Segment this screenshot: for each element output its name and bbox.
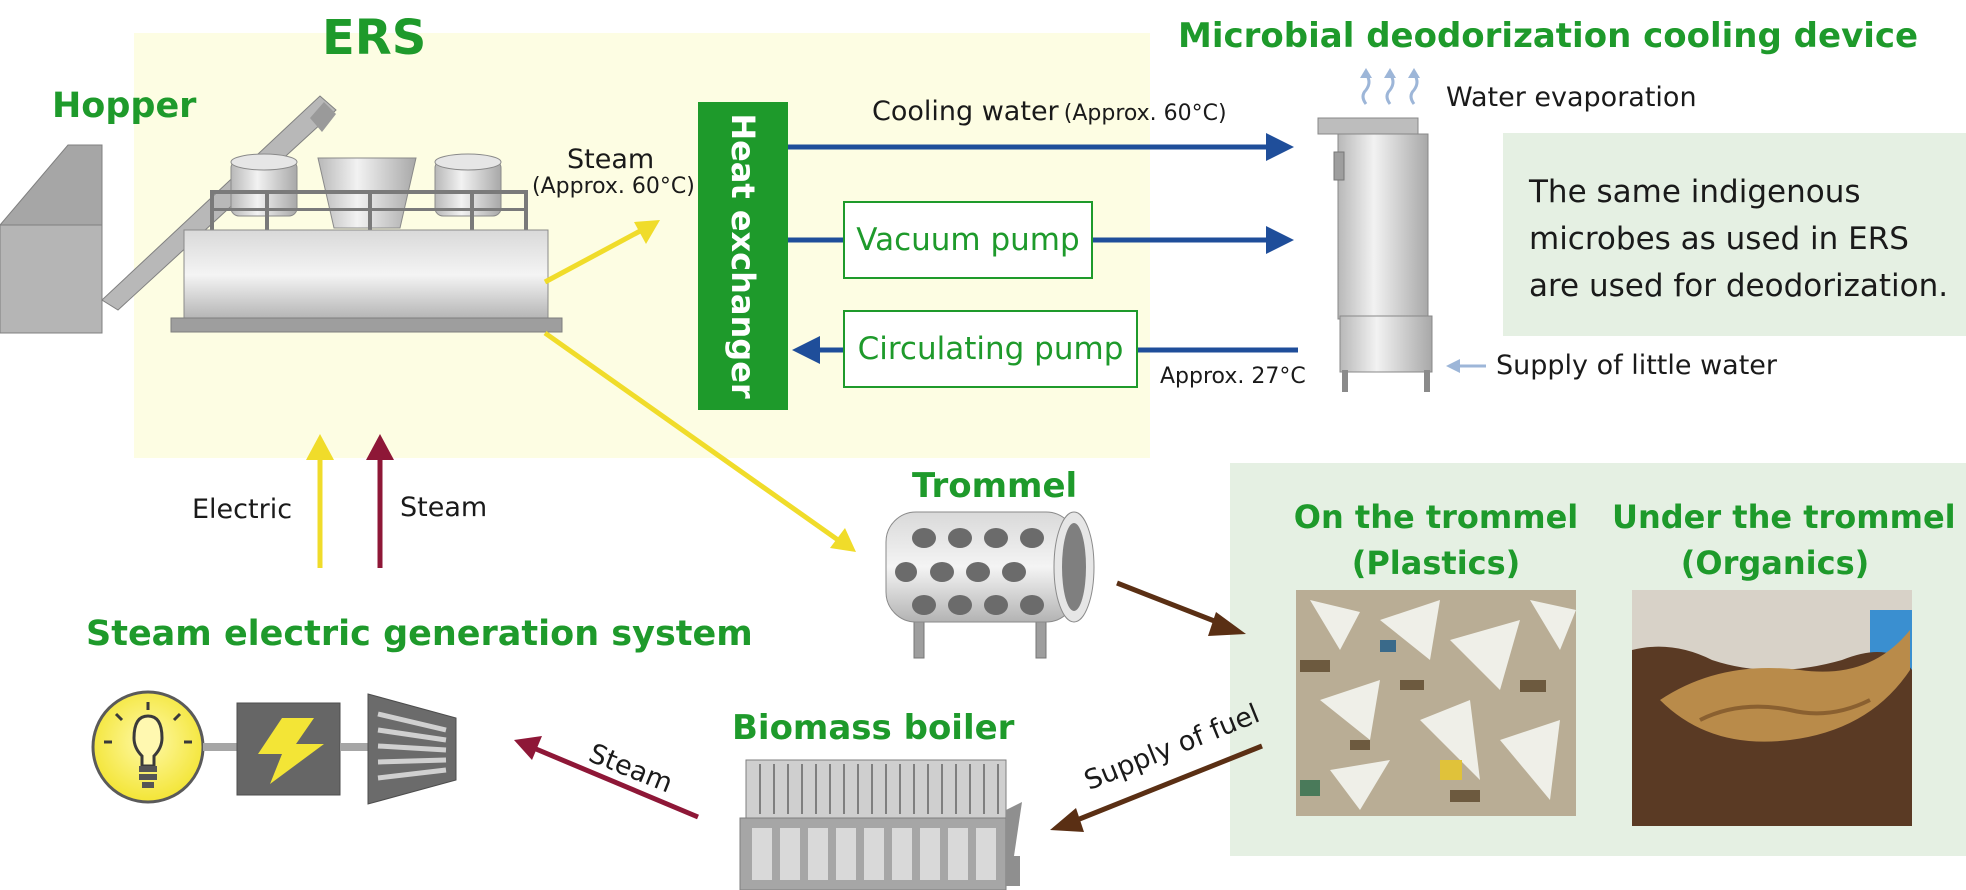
biomass-boiler-icon: [739, 759, 1022, 890]
steam-to-exchanger-arrow: [543, 220, 660, 285]
circulating-pump-box: Circulating pump: [843, 310, 1138, 388]
cooling-water-temp: (Approx. 60°C): [1063, 101, 1227, 126]
heat-exchanger-label: Heat exchanger: [724, 113, 762, 399]
steam-label: Steam: [567, 144, 655, 175]
supply-little-water-label: Supply of little water: [1496, 350, 1777, 381]
under-trommel-title: Under the trommel (Organics): [1612, 494, 1956, 586]
cooling-device-title: Microbial deodorization cooling device: [1178, 16, 1919, 56]
steam-up-label: Steam: [400, 492, 488, 523]
plastics-photo: [1296, 590, 1576, 816]
shaft-2: [340, 743, 368, 751]
trommel-icon: [885, 511, 1095, 659]
cooling-water-text: Cooling water: [872, 96, 1059, 127]
cooling-water-label: Cooling water (Approx. 60°C): [872, 96, 1227, 127]
on-trommel-line2: (Plastics): [1351, 544, 1521, 582]
return-temp-label: Approx. 27°C: [1160, 364, 1306, 389]
water-evaporation-icon: [1360, 68, 1420, 105]
steam-up-arrow: [366, 434, 394, 568]
note-line-2: microbes as used in ERS: [1529, 221, 1909, 257]
fuel-supply-arrow: [1050, 743, 1263, 832]
trommel-output-arrow: [1116, 580, 1246, 636]
biomass-boiler-title: Biomass boiler: [732, 708, 1015, 748]
deodorization-note: The same indigenous microbes as used in …: [1503, 133, 1966, 336]
little-water-arrow: [1446, 359, 1486, 373]
under-trommel-line2: (Organics): [1680, 544, 1870, 582]
hopper-title: Hopper: [52, 86, 197, 126]
shaft-1: [203, 743, 237, 751]
vacuum-line-arrow: [788, 226, 1294, 254]
boiler-steam-arrow: [514, 736, 699, 820]
bulb-icon: [91, 690, 205, 804]
ers-title: ERS: [322, 10, 427, 66]
steam-temp-label: (Approx. 60°C): [532, 174, 695, 199]
organics-photo: [1632, 590, 1912, 826]
heat-exchanger-block: [698, 102, 788, 410]
ers-machine-icon: [170, 153, 563, 333]
hopper-icon: [0, 95, 337, 334]
electric-label: Electric: [192, 494, 293, 525]
trommel-title: Trommel: [912, 466, 1078, 506]
electric-up-arrow: [306, 434, 334, 568]
on-trommel-line1: On the trommel: [1293, 498, 1579, 536]
on-trommel-title: On the trommel (Plastics): [1290, 494, 1582, 586]
circulating-return-arrow: [792, 336, 1298, 364]
under-trommel-line1: Under the trommel: [1612, 498, 1956, 536]
vacuum-pump-box: Vacuum pump: [843, 201, 1093, 279]
water-evaporation-label: Water evaporation: [1446, 82, 1697, 113]
ers-to-trommel-arrow: [543, 330, 856, 552]
steam-generation-title: Steam electric generation system: [86, 614, 753, 654]
cooling-device-icon: [1317, 117, 1433, 392]
cooling-water-arrow: [788, 133, 1294, 161]
note-line-3: are used for deodorization.: [1529, 268, 1949, 304]
turbine-icon: [367, 693, 457, 805]
note-line-1: The same indigenous: [1529, 174, 1861, 210]
generator-icon: [236, 702, 341, 796]
